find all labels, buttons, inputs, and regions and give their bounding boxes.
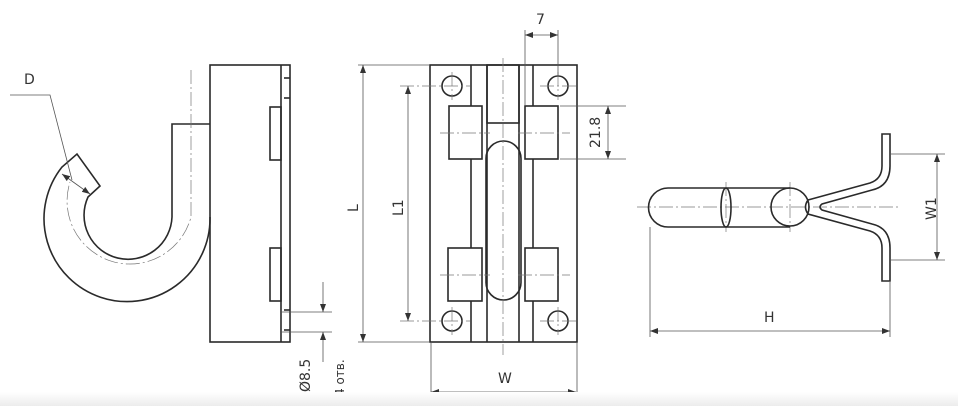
length-label: L xyxy=(346,204,362,212)
front-view: 7 21.8 L L1 W xyxy=(346,12,626,398)
hole-diameter-label: Ø8.5 xyxy=(298,359,314,392)
bottom-band xyxy=(0,392,958,406)
height-label: H xyxy=(764,310,775,326)
dimension-D-label: D xyxy=(24,72,35,88)
side-view: D Ø8.5 4 отв. xyxy=(10,64,347,396)
oblong-slot xyxy=(485,140,522,301)
hook-ball xyxy=(770,187,810,227)
tab-lower xyxy=(269,247,282,302)
slot-offset-label: 7 xyxy=(536,12,545,28)
hole-spacing-label: L1 xyxy=(391,199,407,216)
top-view: W1 H xyxy=(637,133,945,337)
hook xyxy=(43,123,211,303)
spring-width-label: W1 xyxy=(924,197,940,220)
tab-upper xyxy=(269,106,282,161)
hook-shank xyxy=(647,187,790,228)
spring-clip xyxy=(804,133,891,282)
mounting-holes xyxy=(400,72,576,335)
mounting-plate-side xyxy=(209,64,291,343)
hole-count-label: 4 отв. xyxy=(333,359,347,396)
tab-height-label: 21.8 xyxy=(588,117,604,148)
width-label: W xyxy=(498,371,512,387)
